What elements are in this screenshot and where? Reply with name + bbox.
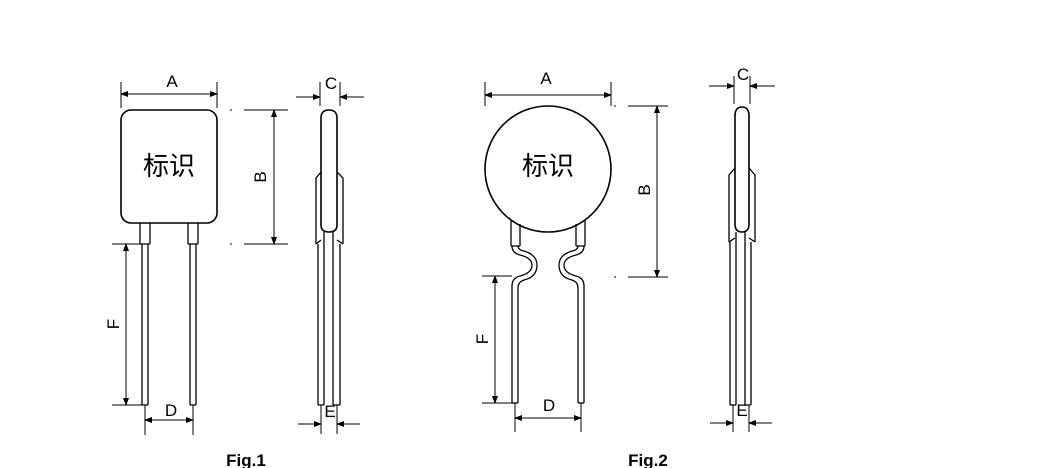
fig2-caption: Fig.2 <box>628 451 668 468</box>
fig2-dimension-c: C <box>709 65 775 104</box>
fig2-side-view: C E <box>709 65 775 432</box>
fig1-leads <box>139 223 199 406</box>
fig2-dim-b-label: B <box>635 184 654 195</box>
fig1-dim-c-label: C <box>325 74 337 93</box>
fig2-round-body <box>484 105 612 233</box>
fig2-leads <box>510 220 586 404</box>
fig1-dim-b-label: B <box>251 171 270 182</box>
fig1-marking-label: 标识 <box>143 152 195 182</box>
fig1-dimension-d: D <box>144 401 194 435</box>
fig1-dim-d-label: D <box>165 401 177 420</box>
fig1-front-view: 标识 A B F D Fi <box>104 72 288 468</box>
fig1-dim-e-label: E <box>324 402 335 421</box>
fig1-square-body <box>120 109 218 224</box>
fig2-dimension-e: E <box>710 401 772 432</box>
fig2-dim-f-label: F <box>473 334 492 344</box>
fig2-dimension-a: A <box>484 69 612 106</box>
fig1-dimension-b: B <box>230 109 288 245</box>
fig1-dimension-c: C <box>296 74 364 106</box>
fig2-marking-label: 标识 <box>522 152 574 182</box>
fig2-front-view: 标识 A B F <box>473 69 668 468</box>
fig1-dim-f-label: F <box>104 319 123 329</box>
fig1-dimension-f: F <box>104 243 142 406</box>
fig2-dim-a-label: A <box>540 69 552 88</box>
fig2-dim-d-label: D <box>543 396 555 415</box>
fig1-dimension-e: E <box>298 402 360 434</box>
fig1-side-view: C E <box>296 74 364 434</box>
fig1-caption: Fig.1 <box>226 451 266 468</box>
fig1-dim-a-label: A <box>166 72 178 91</box>
fig1-dimension-a: A <box>120 72 218 108</box>
fig2-dimension-b: B <box>614 105 668 278</box>
fig2-dimension-f: F <box>473 275 512 404</box>
fig2-dim-c-label: C <box>737 65 749 84</box>
fig2-dimension-d: D <box>514 396 582 432</box>
fig2-dim-e-label: E <box>736 401 747 420</box>
